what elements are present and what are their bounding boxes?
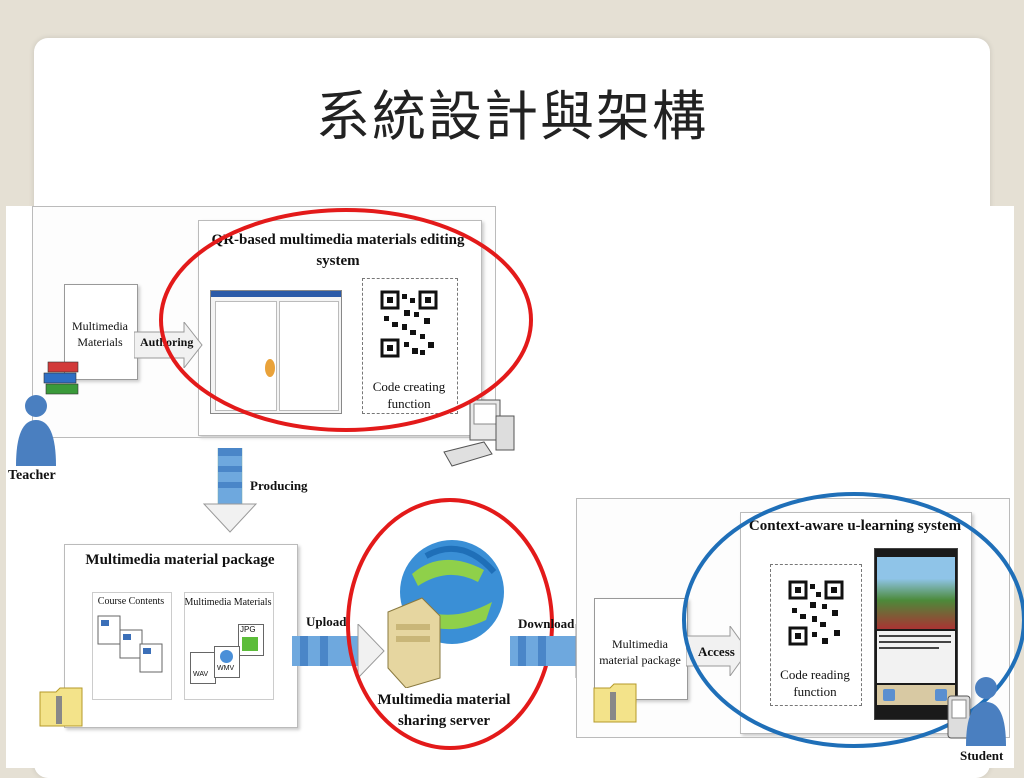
student-label: Student [960, 748, 1004, 763]
producing-label: Producing [250, 478, 308, 493]
wav-file-icon: WAV [190, 652, 216, 684]
highlight-ellipse-server [346, 498, 554, 750]
wmv-file-icon: WMV [214, 646, 240, 678]
access-label: Access [698, 644, 735, 659]
pda-icon [947, 695, 971, 739]
zip-folder-icon [39, 687, 83, 727]
upload-label: Upload [306, 614, 347, 629]
package-materials-label: Multimedia Materials [184, 597, 272, 608]
editor-screenshot [210, 290, 342, 414]
context-aware-title: Context-aware u-learning system [748, 518, 962, 534]
producing-arrow [202, 448, 258, 533]
server-globe-icon [387, 540, 504, 688]
highlight-ellipse-editing [159, 208, 533, 432]
highlight-ellipse-u-learning [682, 492, 1024, 748]
qr-code-icon [380, 290, 438, 358]
document-icons [97, 615, 163, 673]
authoring-arrow [134, 322, 203, 368]
editing-system-title: QR-based multimedia materials editing sy… [211, 232, 465, 269]
slide-title: 系統設計與架構 [316, 85, 708, 148]
student-package-label: Multimedia material package [599, 637, 681, 667]
download-label: Download [518, 616, 575, 631]
course-contents-label: Course Contents [97, 596, 165, 607]
student-package-box [594, 598, 688, 700]
student-icon [966, 677, 1006, 746]
teacher-label: Teacher [8, 468, 56, 483]
reading-qr-code-icon [788, 580, 844, 646]
phone-screenshot [874, 548, 958, 720]
architecture-diagram: Multimedia Materials Authoring Teacher Q… [6, 206, 1024, 768]
server-label: Multimedia material sharing server [377, 692, 511, 729]
access-arrow [686, 626, 749, 676]
student-zip-folder-icon [593, 683, 637, 723]
gourd-icon [265, 359, 275, 377]
code-creating-label: Code creating function [372, 379, 446, 411]
code-reading-label: Code reading function [780, 667, 850, 699]
material-package-title: Multimedia material package [85, 552, 275, 568]
books-icon [43, 361, 79, 395]
jpg-file-icon: JPG [238, 624, 264, 656]
multimedia-materials-label: Multimedia Materials [72, 319, 128, 349]
teacher-icon [16, 395, 56, 466]
computer-icon [443, 399, 515, 467]
